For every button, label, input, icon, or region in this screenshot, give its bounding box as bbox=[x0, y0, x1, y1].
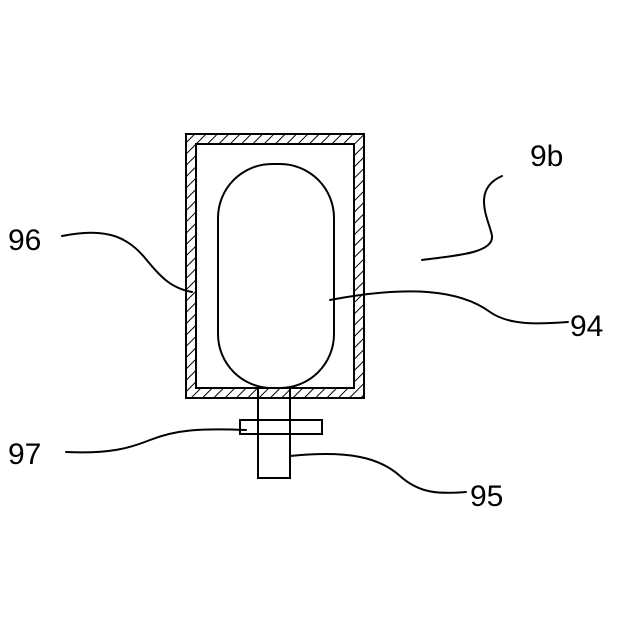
housing bbox=[186, 134, 364, 398]
leader-line-95 bbox=[290, 454, 466, 493]
reference-label-96: 96 bbox=[8, 224, 41, 257]
housing-outer-edge bbox=[186, 134, 364, 398]
reference-label-97: 97 bbox=[8, 438, 41, 471]
leader-line-94 bbox=[330, 291, 568, 323]
port-assembly bbox=[240, 388, 322, 478]
reference-label-9b: 9b bbox=[530, 140, 563, 173]
reference-label-94: 94 bbox=[570, 310, 603, 343]
leader-line-96 bbox=[62, 233, 192, 292]
housing-wall-hatch bbox=[186, 134, 364, 398]
leader-line-97 bbox=[66, 429, 246, 452]
flange bbox=[240, 420, 322, 434]
leader-line-9b bbox=[422, 176, 502, 260]
reference-label-95: 95 bbox=[470, 480, 503, 513]
bladder bbox=[218, 164, 334, 388]
